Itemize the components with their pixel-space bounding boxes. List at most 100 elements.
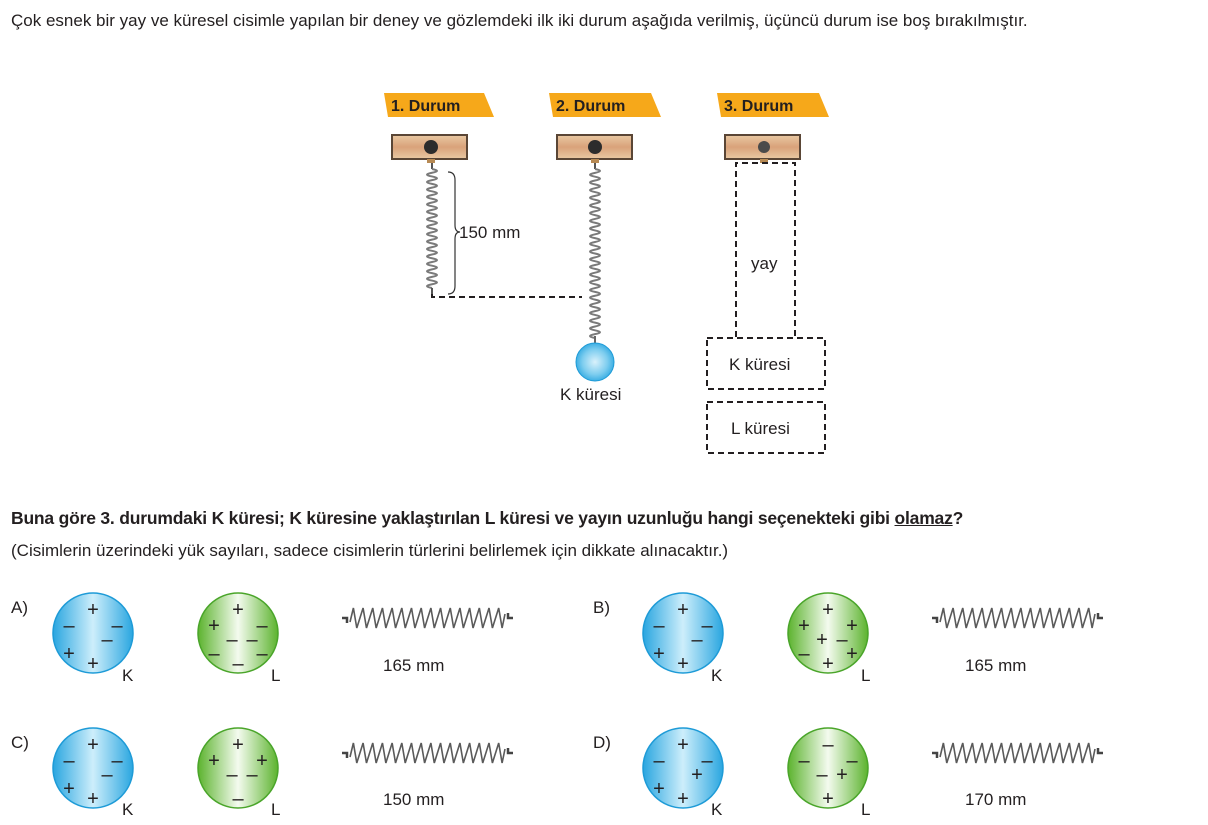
negative-charge: – xyxy=(232,653,244,675)
option-letter: D) xyxy=(593,733,611,752)
l-ball xyxy=(787,592,869,674)
spring-placeholder-box xyxy=(735,162,796,337)
negative-charge: – xyxy=(232,788,244,810)
positive-charge: + xyxy=(691,764,703,786)
negative-charge: – xyxy=(691,629,703,651)
spring-length: 150 mm xyxy=(383,790,445,809)
positive-charge: + xyxy=(87,788,99,810)
negative-charge: – xyxy=(846,750,858,772)
k-ball xyxy=(642,727,724,809)
l-ball-label: L xyxy=(861,800,871,819)
positive-charge: + xyxy=(822,599,834,621)
negative-charge: – xyxy=(798,750,810,772)
positive-charge: + xyxy=(822,653,834,675)
negative-charge: – xyxy=(798,643,810,665)
l-ball xyxy=(197,592,279,674)
negative-charge: – xyxy=(63,750,75,772)
positive-charge: + xyxy=(87,653,99,675)
positive-charge: + xyxy=(677,788,689,810)
spring-placeholder-label: yay xyxy=(751,254,778,273)
negative-charge: – xyxy=(63,615,75,637)
intro-text: Çok esnek bir yay ve küresel cisimle yap… xyxy=(11,11,1028,30)
spring-icon xyxy=(342,607,513,629)
negative-charge: – xyxy=(246,764,258,786)
l-ball-label: L xyxy=(271,800,281,819)
negative-charge: – xyxy=(226,629,238,651)
negative-charge: – xyxy=(836,629,848,651)
option-letter: C) xyxy=(11,733,29,752)
k-ball-label: K xyxy=(711,666,723,685)
question-end: ? xyxy=(952,508,964,528)
positive-charge: + xyxy=(232,734,244,756)
negative-charge: – xyxy=(246,629,258,651)
positive-charge: + xyxy=(816,629,828,651)
ceiling-mount-2 xyxy=(556,134,633,163)
positive-charge: + xyxy=(87,734,99,756)
k-ball xyxy=(52,727,134,809)
positive-charge: + xyxy=(677,599,689,621)
state-2-tag: 2. Durum xyxy=(549,93,661,117)
k-ball xyxy=(642,592,724,674)
question-note: (Cisimlerin üzerindeki yük sayıları, sad… xyxy=(11,541,729,560)
negative-charge: – xyxy=(653,615,665,637)
positive-charge: + xyxy=(232,599,244,621)
k-ball xyxy=(52,592,134,674)
l-ball-label: L xyxy=(271,666,281,685)
ceiling-mount-3 xyxy=(724,134,801,163)
spring-length: 165 mm xyxy=(383,656,445,675)
positive-charge: + xyxy=(87,599,99,621)
option-letter: A) xyxy=(11,598,28,617)
length-label-150: 150 mm xyxy=(459,223,520,242)
screw-icon xyxy=(758,141,770,153)
spring-length: 165 mm xyxy=(965,656,1027,675)
k-ball-label: K xyxy=(122,800,134,819)
positive-charge: + xyxy=(846,615,858,637)
positive-charge: + xyxy=(653,643,665,665)
spring-icon xyxy=(342,742,513,764)
positive-charge: + xyxy=(208,615,220,637)
k-ball-label: K küresi xyxy=(560,385,621,404)
positive-charge: + xyxy=(256,750,268,772)
spring-icon xyxy=(932,742,1103,764)
positive-charge: + xyxy=(822,788,834,810)
positive-charge: + xyxy=(208,750,220,772)
spring-icon xyxy=(932,607,1103,629)
k-ball-state-2 xyxy=(575,342,615,382)
question-text: Buna göre 3. durumdaki K küresi; K küres… xyxy=(11,508,963,529)
k-ball-placeholder-label: K küresi xyxy=(729,355,790,374)
question-main: Buna göre 3. durumdaki K küresi; K küres… xyxy=(11,508,895,528)
negative-charge: – xyxy=(822,734,834,756)
positive-charge: + xyxy=(63,778,75,800)
state-1-label: 1. Durum xyxy=(391,98,460,115)
option-letter: B) xyxy=(593,598,610,617)
k-ball-label: K xyxy=(122,666,134,685)
experiment-diagram: 1. Durum 2. Durum 3. Durum 150 mm K küre… xyxy=(384,93,829,454)
positive-charge: + xyxy=(677,734,689,756)
positive-charge: + xyxy=(798,615,810,637)
screw-icon xyxy=(424,140,438,154)
negative-charge: – xyxy=(701,750,713,772)
k-ball-placeholder-box xyxy=(706,337,826,390)
option-c-figure: +––+–++++––– xyxy=(52,727,513,810)
positive-charge: + xyxy=(846,643,858,665)
question-emphasis: olamaz xyxy=(894,508,953,528)
state-1-tag: 1. Durum xyxy=(384,93,494,117)
positive-charge: + xyxy=(677,653,689,675)
positive-charge: + xyxy=(836,764,848,786)
l-ball-placeholder-box xyxy=(706,401,826,454)
option-b-figure: +––+–+++++––++ xyxy=(642,592,1103,675)
negative-charge: – xyxy=(816,764,828,786)
option-a-figure: +––+–+++–––––– xyxy=(52,592,513,675)
spring-length: 170 mm xyxy=(965,790,1027,809)
l-ball xyxy=(197,727,279,809)
l-ball-placeholder-label: L küresi xyxy=(731,419,790,438)
negative-charge: – xyxy=(111,750,123,772)
negative-charge: – xyxy=(101,764,113,786)
negative-charge: – xyxy=(701,615,713,637)
l-ball xyxy=(787,727,869,809)
spring-state-2 xyxy=(589,163,601,344)
length-brace xyxy=(447,171,461,295)
option-d-figure: +––+++––––++ xyxy=(642,727,1103,810)
negative-charge: – xyxy=(111,615,123,637)
l-ball-label: L xyxy=(861,666,871,685)
